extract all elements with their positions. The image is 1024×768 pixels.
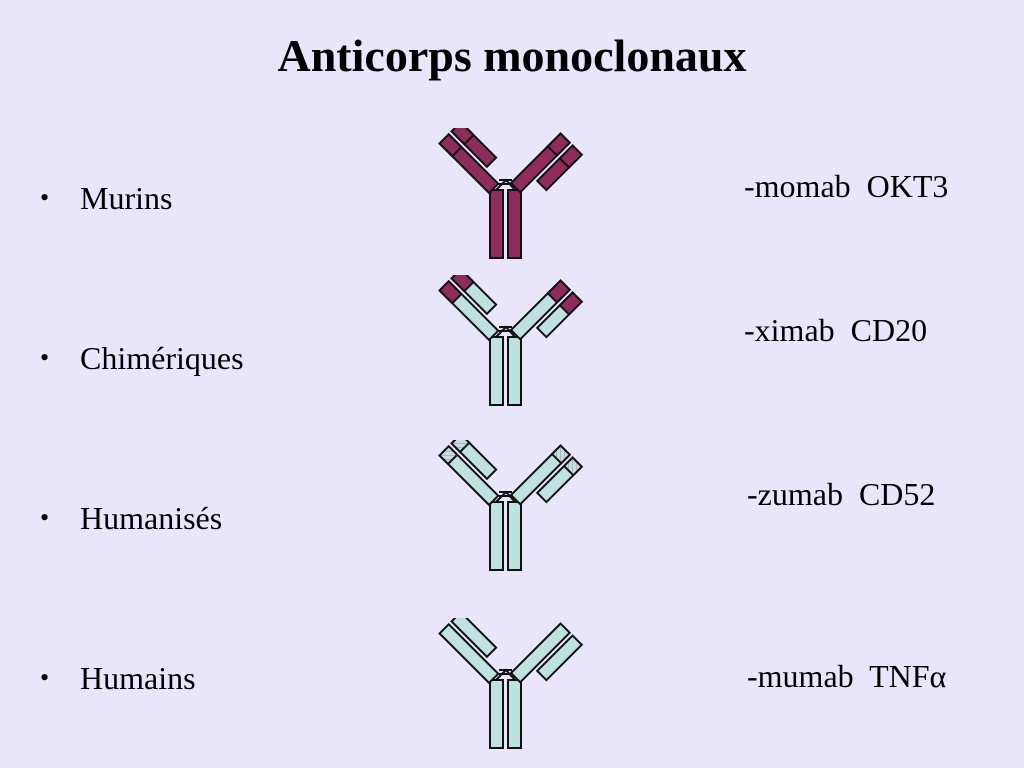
bullet-label: Humains — [80, 660, 196, 696]
heavy-chain-stem-left — [489, 189, 504, 259]
suffix-text-humains: -mumab TNFα — [747, 658, 947, 694]
heavy-chain-stem-left — [489, 501, 504, 571]
bullet-humains: • Humains — [40, 658, 196, 698]
slide-title: Anticorps monoclonaux — [277, 30, 747, 81]
bullet-humanises: • Humanisés — [40, 498, 222, 538]
antibody-humanized-icon — [438, 440, 584, 571]
bullet-dot: • — [40, 183, 50, 212]
heavy-chain-stem-right — [507, 679, 522, 749]
heavy-chain-stem-left — [489, 679, 504, 749]
antibody-human-icon — [438, 618, 584, 749]
suffix-text-murins: -momab OKT3 — [744, 168, 949, 204]
fab-arm-left — [438, 275, 500, 342]
bullet-dot: • — [40, 343, 50, 372]
bullet-label: Chimériques — [80, 340, 244, 376]
bullet-dot: • — [40, 503, 50, 532]
suffix-text-humanises: -zumab CD52 — [747, 476, 936, 512]
antibody-murine-icon — [438, 128, 584, 259]
fab-arm-right — [509, 132, 584, 194]
bullet-chimeriques: • Chimériques — [40, 338, 244, 378]
fab-arm-right — [509, 444, 584, 506]
bullet-label: Murins — [80, 180, 173, 216]
bullet-murins: • Murins — [40, 178, 172, 218]
fab-arm-right — [509, 622, 584, 684]
bullet-label: Humanisés — [80, 500, 223, 536]
suffix-text-chimeriques: -ximab CD20 — [744, 312, 928, 348]
fab-arm-right — [509, 279, 584, 341]
fab-arm-left — [438, 440, 500, 507]
antibody-chimeric-icon — [438, 275, 584, 406]
heavy-chain-stem-right — [507, 189, 522, 259]
heavy-chain-stem-right — [507, 336, 522, 406]
bullet-dot: • — [40, 663, 50, 692]
heavy-chain-stem-right — [507, 501, 522, 571]
heavy-chain-stem-left — [489, 336, 504, 406]
fab-arm-left — [438, 128, 500, 195]
fab-arm-left — [438, 618, 500, 685]
